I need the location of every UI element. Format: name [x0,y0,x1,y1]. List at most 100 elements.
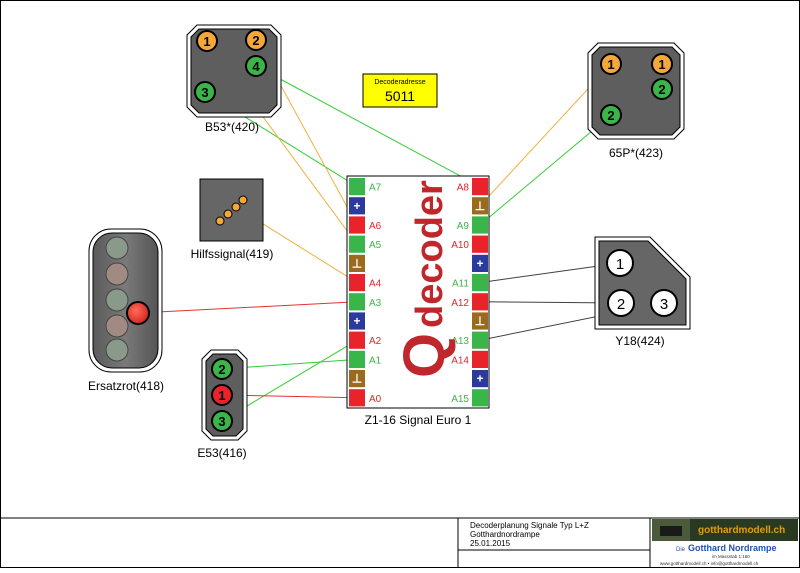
title-block: Decoderplanung Signale Typ L+Z Gotthardn… [0,517,800,568]
signal-ersatz: Ersatzrot(418) [88,228,164,393]
y18-lamp-2: 2 [607,289,635,317]
port-block [472,312,488,330]
port-block [349,178,365,196]
port-block [472,370,488,388]
port-left-6: A3 [349,293,382,311]
b53-lamp-1: 1 [196,30,218,52]
b53-label: B53*(420) [205,120,259,134]
port-block [472,274,488,292]
e53-lamp-2: 2 [211,358,233,380]
y18-lamp-1: 1 [606,249,634,277]
svg-text:3: 3 [201,85,208,100]
hilfs-lamp-2 [223,209,233,219]
port-label: A2 [369,336,382,347]
svg-text:2: 2 [252,33,259,48]
svg-text:2: 2 [658,82,665,97]
port-right-7: ⊥ [472,312,488,330]
port-block [349,254,365,272]
logo-title: Gotthard Nordrampe [688,543,777,553]
port-label: + [353,314,360,328]
port-right-10: + [472,370,488,388]
port-left-7: + [349,312,365,330]
port-block [349,293,365,311]
port-block [472,254,488,272]
port-label: ⊥ [352,256,362,270]
svg-text:2: 2 [607,108,614,123]
title-block-line-1: Decoderplanung Signale Typ L+Z [470,521,589,530]
e53-lamp-3: 3 [211,410,233,432]
title-block-line-3: 25.01.2015 [470,539,511,548]
title-block-line-2: Gotthardnordrampe [470,530,540,539]
p65-lamp-1a: 1 [600,53,622,75]
port-block [349,312,365,330]
port-block [472,235,488,253]
port-label: A12 [451,298,469,309]
brand-text: decoder [409,180,451,328]
decoder-address-label: Decoderadresse [374,79,425,86]
hilfs-label: Hilfssignal(419) [191,247,274,261]
p65-label: 65P*(423) [609,146,663,160]
port-left-0: A7 [349,178,382,196]
port-label: A0 [369,394,382,405]
port-right-9: A14 [451,350,488,368]
hilfs-lamp-4 [238,195,248,205]
port-label: ⊥ [475,199,485,213]
ersatz-lamp-3 [105,288,129,312]
port-label: A1 [369,355,382,366]
p65-lamp-1b: 1 [651,53,673,75]
ersatz-lamp-1 [105,236,129,260]
ersatz-lamp-2 [105,262,129,286]
logo-scale: im Massstab 1:160 [712,554,750,559]
ersatz-lamp-4 [105,314,129,338]
port-label: A3 [369,298,382,309]
svg-text:1: 1 [607,57,614,72]
port-label: A9 [457,221,470,232]
signal-65p: 1 1 2 2 65P*(423) [587,42,685,160]
port-right-4: + [472,254,488,272]
svg-text:1: 1 [203,34,210,49]
y18-label: Y18(424) [615,334,664,348]
b53-lamp-3: 3 [194,81,216,103]
p65-lamp-2b: 2 [600,104,622,126]
port-left-11: A0 [349,389,382,407]
port-right-3: A10 [451,235,488,253]
wire-65p-2-a10 [479,114,612,226]
decoder-address-box: Decoderadresse 5011 [362,73,438,108]
gotthard-logo: gotthardmodell.ch Die Gotthard Nordrampe… [652,519,798,566]
port-left-3: A5 [349,235,382,253]
port-block [349,370,365,388]
brand-initial: Q [392,333,457,378]
port-block [349,216,365,234]
port-left-5: A4 [349,274,382,292]
port-block [472,293,488,311]
port-block [349,197,365,215]
port-right-5: A11 [452,274,488,292]
port-label: A5 [369,240,382,251]
port-label: ⊥ [475,314,485,328]
port-left-4: ⊥ [349,254,365,272]
svg-text:3: 3 [660,296,668,313]
port-label: A4 [369,279,382,290]
b53-lamp-2: 2 [245,29,267,51]
port-label: A6 [369,221,382,232]
b53-lamp-4: 4 [245,55,267,77]
port-label: ⊥ [352,372,362,386]
decoder-name: Z1-16 Signal Euro 1 [365,413,472,427]
port-label: A10 [451,240,469,251]
port-left-1: + [349,197,365,215]
signal-e53: 2 1 3 E53(416) [197,349,248,460]
svg-text:4: 4 [252,59,260,74]
port-left-10: ⊥ [349,370,365,388]
svg-text:3: 3 [218,414,225,429]
y18-lamp-3: 3 [650,289,678,317]
e53-lamp-1: 1 [211,384,233,406]
decoder-address-value: 5011 [385,88,415,104]
signal-hilfs: Hilfssignal(419) [191,178,274,261]
port-block [472,350,488,368]
port-label: A8 [457,183,470,194]
port-right-11: A15 [451,389,488,407]
port-block [349,331,365,349]
